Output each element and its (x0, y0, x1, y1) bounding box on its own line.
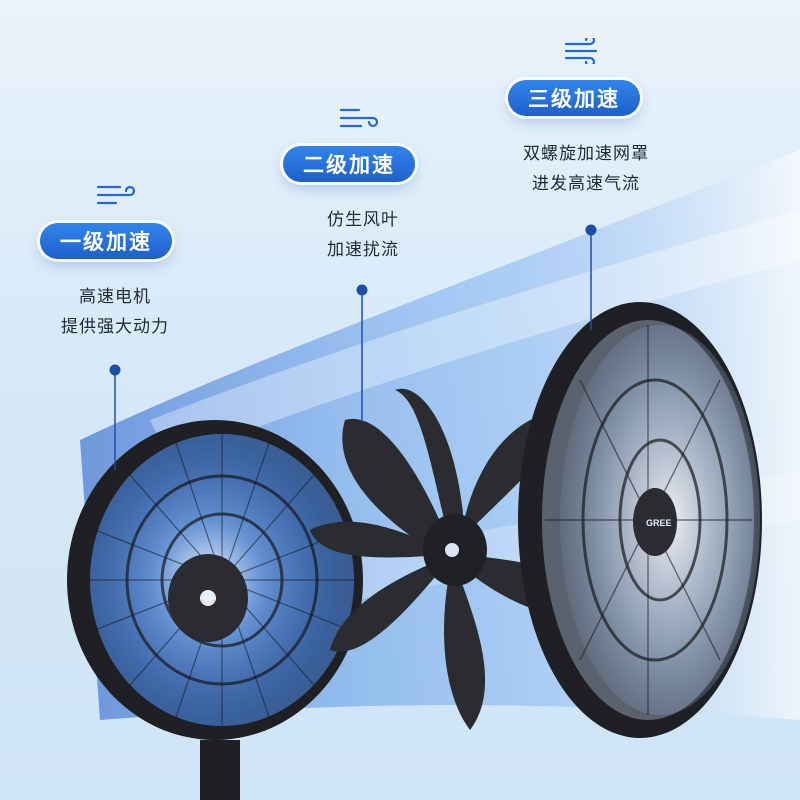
callout-dot (356, 284, 368, 296)
stage-label-1: 一级加速 (40, 223, 172, 259)
brand-mark: GREE (646, 518, 672, 528)
stage-label-2: 二级加速 (283, 146, 415, 182)
right-fan-guard (518, 302, 762, 738)
stage-label-3: 三级加速 (508, 80, 640, 116)
wind-icon (96, 185, 136, 205)
callout-lines (114, 230, 592, 470)
stage-desc-3-line1: 双螺旋加速网罩 (523, 144, 649, 164)
stage-desc-2-line1: 仿生风叶 (327, 210, 399, 230)
callout-dot (109, 364, 121, 376)
stage-desc-2-line2: 加速扰流 (327, 240, 399, 260)
fan-pole (200, 740, 240, 800)
stage-desc-2: 仿生风叶 加速扰流 (283, 205, 443, 265)
wind-icon (339, 108, 379, 128)
callout-dot (585, 224, 597, 236)
stage-desc-1: 高速电机 提供强大动力 (35, 282, 195, 342)
fan-blades (310, 388, 610, 730)
left-fan-guard (67, 420, 363, 740)
stage-desc-1-line1: 高速电机 (79, 287, 151, 307)
stage-desc-3-line2: 进发高速气流 (532, 174, 640, 194)
stage-desc-1-line2: 提供强大动力 (61, 317, 169, 337)
stage-desc-3: 双螺旋加速网罩 进发高速气流 (491, 139, 681, 199)
wind-icon (564, 38, 598, 64)
